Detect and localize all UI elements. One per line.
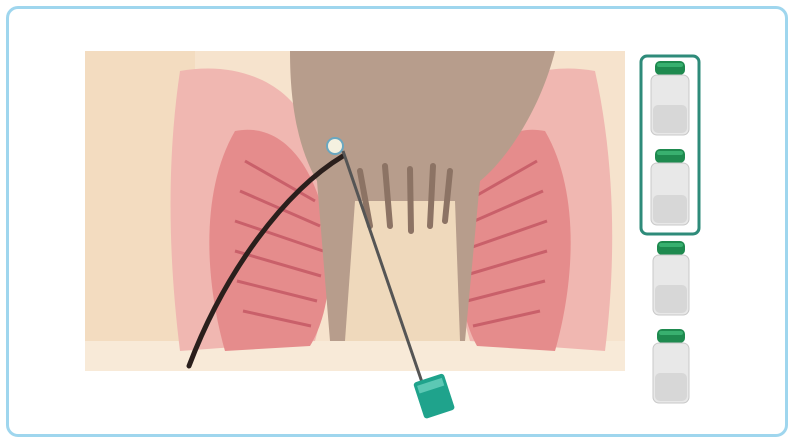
anatomy-illustration	[85, 51, 743, 423]
syringe-tip	[413, 373, 455, 419]
vial	[651, 61, 689, 135]
figure-frame	[6, 6, 788, 437]
anal-fistula-cross-section-diagram	[85, 51, 743, 423]
vial	[651, 149, 689, 225]
internal-opening	[327, 138, 343, 154]
vial	[653, 241, 689, 315]
vial	[653, 329, 689, 403]
